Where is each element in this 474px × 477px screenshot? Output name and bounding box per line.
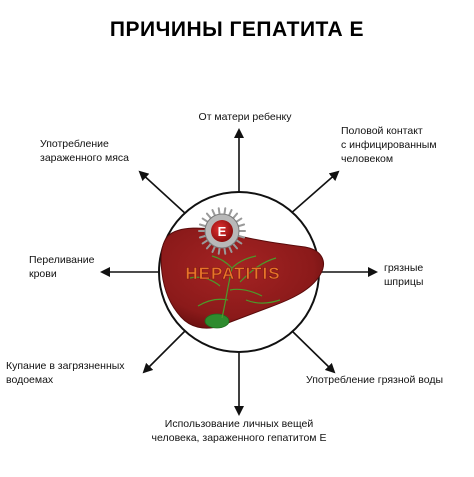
liver-illustration: HEPATITIS <box>160 227 324 329</box>
cause-meat-line-1: Употребление <box>40 138 109 150</box>
cause-sexual: Половой контакт с инфицированным человек… <box>341 124 471 166</box>
cause-sexual-line-1: Половой контакт <box>341 125 423 137</box>
cause-water-line-1: Употребление грязной воды <box>306 374 444 386</box>
cause-items-line-2: человека, зараженного гепатитом Е <box>151 432 327 444</box>
cause-meat: Употребление зараженного мяса <box>40 137 150 165</box>
virus-icon: E <box>198 207 246 255</box>
cause-water: Употребление грязной воды <box>306 373 471 387</box>
cause-bathing-line-1: Купание в загрязненных <box>6 360 125 372</box>
arrow-meat <box>138 170 188 216</box>
cause-items: Использование личных вещей человека, зар… <box>132 417 346 445</box>
cause-mother: От матери ребенку <box>185 110 305 124</box>
cause-sexual-line-2: с инфицированным <box>341 139 437 151</box>
page-title: ПРИЧИНЫ ГЕПАТИТА Е <box>109 18 365 41</box>
arrow-bathing <box>142 329 187 374</box>
gallbladder <box>204 313 230 329</box>
arrow-water <box>290 329 336 374</box>
cause-items-line-1: Использование личных вещей <box>164 418 314 430</box>
cause-mother-line-1: От матери ребенку <box>198 111 292 123</box>
cause-transfusion: Переливание крови <box>29 253 109 281</box>
cause-transfusion-line-1: Переливание <box>29 254 95 266</box>
cause-bathing-line-2: водоемах <box>6 374 54 386</box>
cause-sexual-line-3: человеком <box>341 153 394 165</box>
cause-transfusion-line-2: крови <box>29 268 57 280</box>
hepatitis-label: HEPATITIS <box>185 264 280 283</box>
arrow-sexual <box>288 170 340 216</box>
virus-core <box>211 220 233 242</box>
cause-bathing: Купание в загрязненных водоемах <box>6 359 146 387</box>
cause-syringes-line-1: грязные <box>384 262 424 274</box>
liver-veins <box>189 255 281 319</box>
cause-syringes-line-2: шприцы <box>384 276 424 288</box>
virus-letter: E <box>218 224 227 239</box>
cause-meat-line-2: зараженного мяса <box>40 152 129 164</box>
arrows <box>100 128 378 416</box>
cause-syringes: грязные шприцы <box>384 261 464 289</box>
